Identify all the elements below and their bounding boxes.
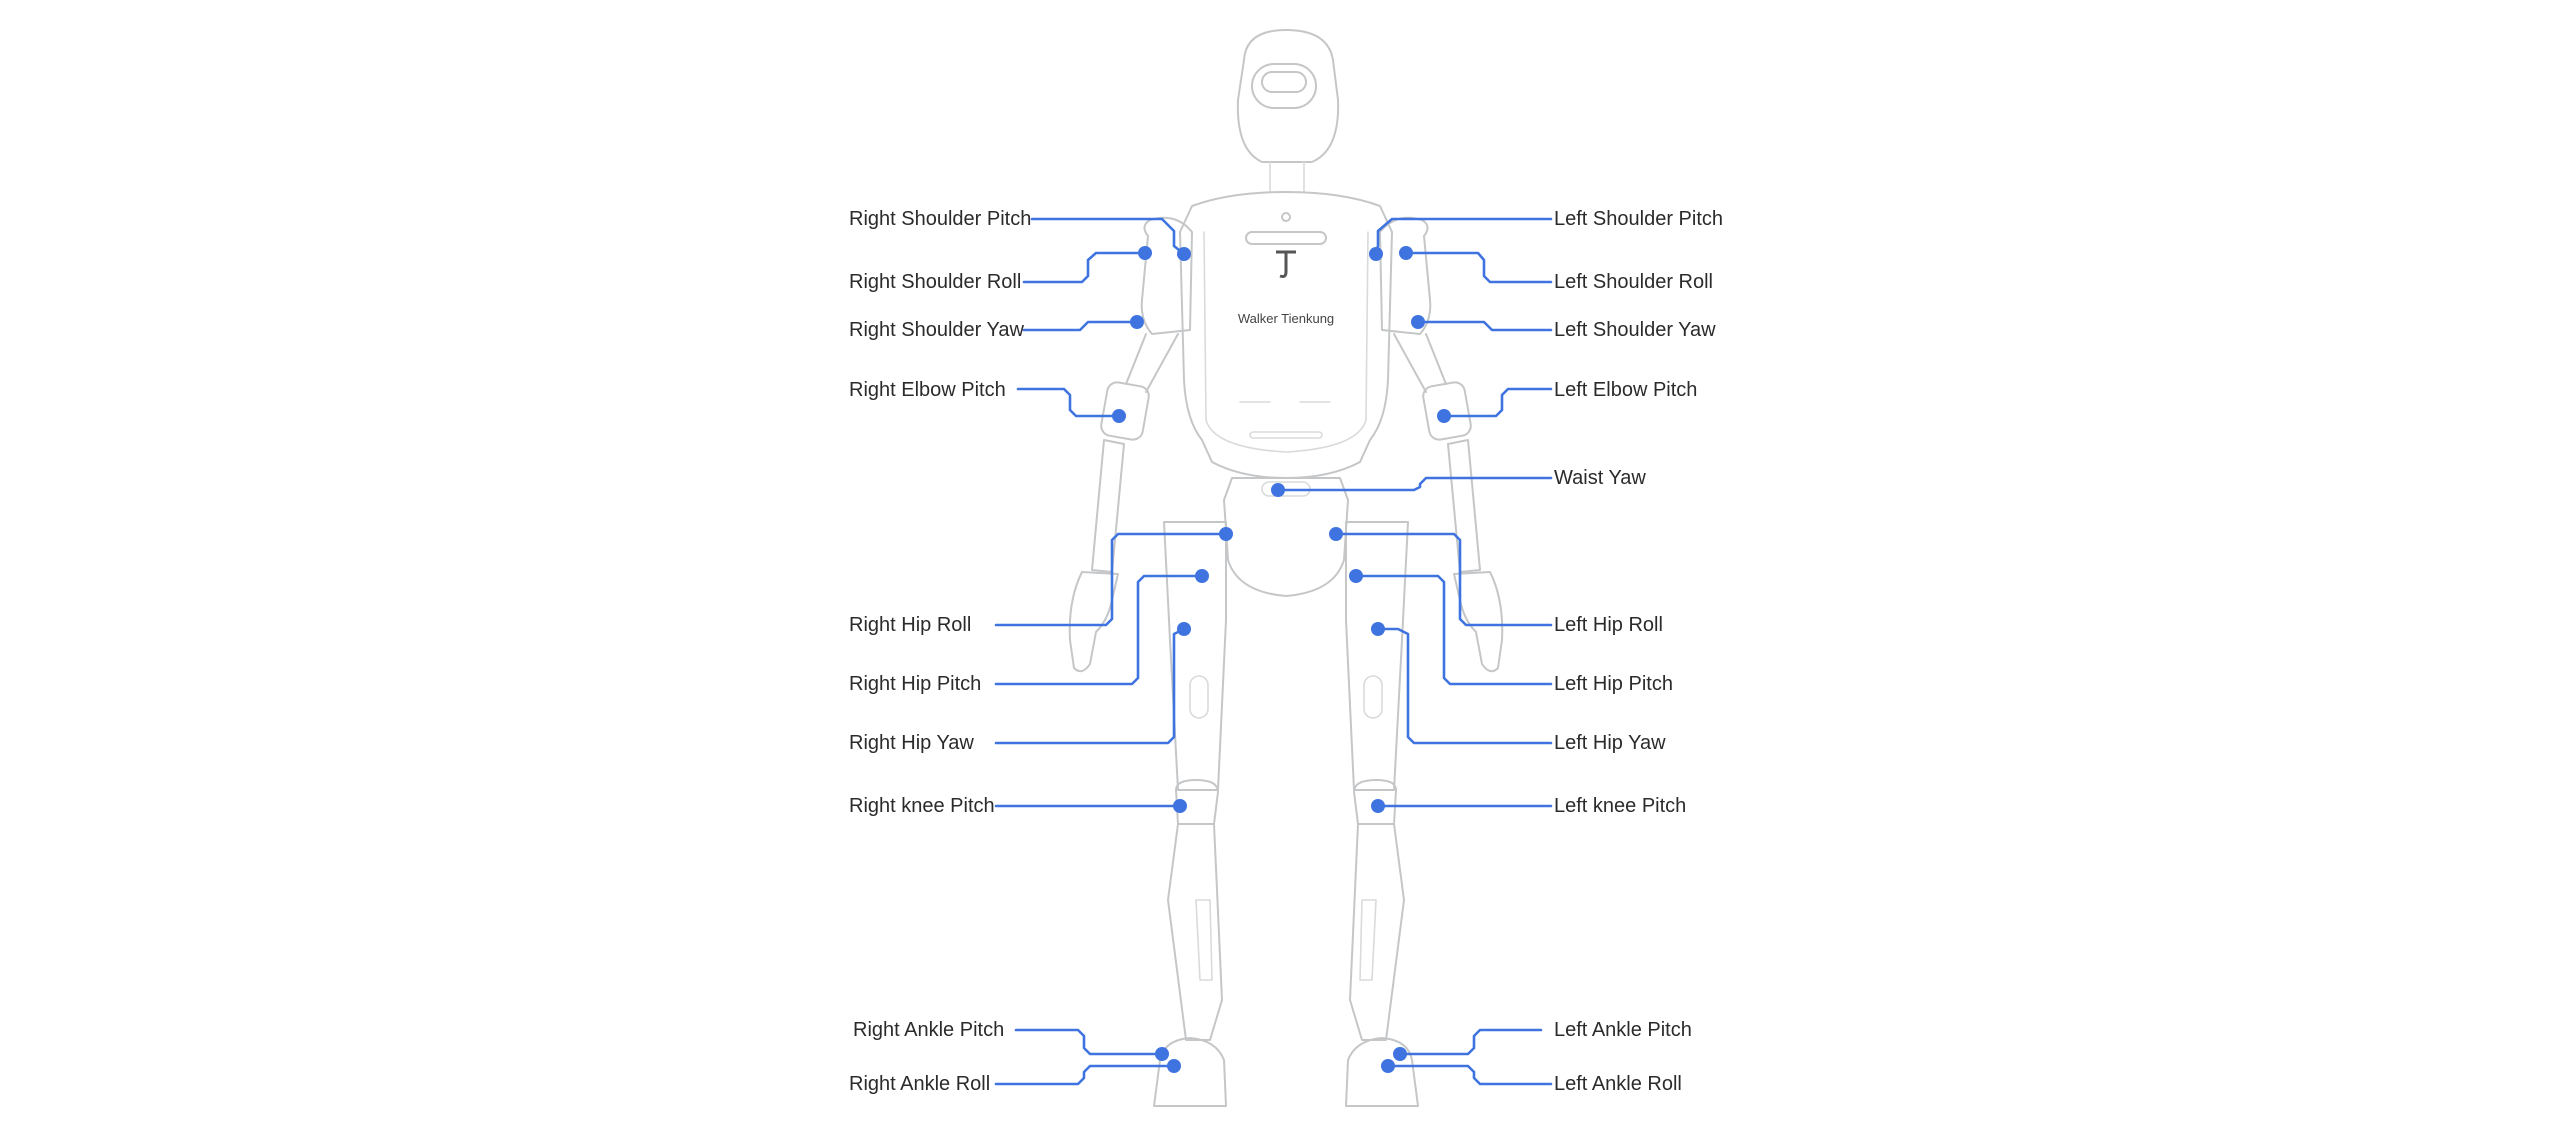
right-knee (1175, 779, 1219, 825)
leader-right-shoulder-roll (1022, 251, 1147, 284)
right-forearm (1091, 439, 1125, 573)
leader-left-ankle-roll (1386, 1064, 1553, 1086)
joint-marker-right-shoulder-yaw (1130, 315, 1144, 329)
joint-marker-right-elbow-pitch (1112, 409, 1126, 423)
label-right-elbow-pitch: Right Elbow Pitch (849, 379, 1006, 401)
torso-panel (1203, 231, 1369, 453)
joint-marker-right-shoulder-roll (1138, 246, 1152, 260)
joint-marker-left-ankle-pitch (1393, 1047, 1407, 1061)
left-foot (1345, 1037, 1419, 1107)
label-left-elbow-pitch: Left Elbow Pitch (1554, 379, 1697, 401)
left-knee (1353, 779, 1397, 825)
left-shin (1349, 823, 1405, 1041)
joint-marker-left-hip-pitch (1349, 569, 1363, 583)
label-right-ankle-pitch: Right Ankle Pitch (853, 1019, 1004, 1041)
label-right-ankle-roll: Right Ankle Roll (849, 1073, 990, 1095)
leader-left-hip-pitch (1354, 574, 1553, 686)
label-left-knee-pitch: Left knee Pitch (1554, 795, 1686, 817)
joint-markers (1112, 246, 1451, 1073)
left-upper-arm-link (1393, 333, 1447, 393)
leader-left-elbow-pitch (1442, 387, 1553, 418)
robot-pelvis (1223, 477, 1349, 597)
left-forearm (1447, 439, 1481, 573)
leader-lines (994, 217, 1553, 1086)
joint-marker-left-shoulder-roll (1399, 246, 1413, 260)
right-elbow-housing (1100, 381, 1150, 441)
left-thigh-cover (1363, 675, 1383, 719)
joint-marker-left-shoulder-pitch (1369, 247, 1383, 261)
joint-marker-left-elbow-pitch (1437, 409, 1451, 423)
joint-marker-right-hip-roll (1219, 527, 1233, 541)
joint-marker-left-knee-pitch (1371, 799, 1385, 813)
label-waist-yaw: Waist Yaw (1554, 467, 1646, 489)
joint-marker-left-hip-roll (1329, 527, 1343, 541)
label-right-knee-pitch: Right knee Pitch (849, 795, 995, 817)
leader-right-hip-roll (994, 532, 1228, 627)
leader-left-ankle-pitch (1398, 1028, 1543, 1056)
left-shin-actuator (1359, 899, 1377, 981)
joint-marker-left-shoulder-yaw (1411, 315, 1425, 329)
joint-marker-right-hip-yaw (1177, 622, 1191, 636)
right-hand (1068, 571, 1119, 673)
leader-right-hip-yaw (994, 627, 1186, 745)
label-right-hip-yaw: Right Hip Yaw (849, 732, 974, 754)
joint-marker-left-ankle-roll (1381, 1059, 1395, 1073)
leader-waist-yaw (1276, 476, 1553, 492)
label-left-ankle-roll: Left Ankle Roll (1554, 1073, 1682, 1095)
left-thigh (1345, 521, 1409, 791)
leader-right-shoulder-yaw (1022, 320, 1139, 332)
robot-illustration: Walker Tienkung (1068, 29, 1504, 1107)
label-left-hip-roll: Left Hip Roll (1554, 614, 1663, 636)
label-left-shoulder-yaw: Left Shoulder Yaw (1554, 319, 1716, 341)
label-right-shoulder-pitch: Right Shoulder Pitch (849, 208, 1031, 230)
joint-marker-right-ankle-roll (1167, 1059, 1181, 1073)
label-left-shoulder-roll: Left Shoulder Roll (1554, 271, 1713, 293)
right-upper-arm-link (1125, 333, 1179, 393)
joint-marker-right-knee-pitch (1173, 799, 1187, 813)
label-left-hip-pitch: Left Hip Pitch (1554, 673, 1673, 695)
label-right-hip-pitch: Right Hip Pitch (849, 673, 981, 695)
torso-slot (1245, 231, 1327, 245)
label-left-hip-yaw: Left Hip Yaw (1554, 732, 1666, 754)
label-right-shoulder-yaw: Right Shoulder Yaw (849, 319, 1024, 341)
brand-logo-mark (1276, 250, 1296, 278)
joint-marker-left-hip-yaw (1371, 622, 1385, 636)
torso-sensor (1281, 212, 1291, 222)
robot-torso (1179, 191, 1393, 479)
robot-neck (1269, 161, 1305, 193)
joint-marker-right-hip-pitch (1195, 569, 1209, 583)
right-thigh-cover (1189, 675, 1209, 719)
joint-marker-right-ankle-pitch (1155, 1047, 1169, 1061)
leader-right-hip-pitch (994, 574, 1204, 686)
leader-right-ankle-roll (994, 1064, 1176, 1086)
label-right-shoulder-roll: Right Shoulder Roll (849, 271, 1021, 293)
robot-head (1236, 29, 1340, 163)
right-shin-actuator (1195, 899, 1213, 981)
brand-text: Walker Tienkung (1238, 311, 1334, 326)
leader-left-hip-yaw (1376, 627, 1553, 745)
head-visor (1251, 63, 1317, 109)
head-visor-inner (1261, 71, 1307, 93)
torso-vent (1249, 431, 1323, 439)
label-left-ankle-pitch: Left Ankle Pitch (1554, 1019, 1692, 1041)
label-left-shoulder-pitch: Left Shoulder Pitch (1554, 208, 1723, 230)
leader-left-shoulder-yaw (1416, 320, 1553, 332)
left-upper-arm (1379, 216, 1432, 335)
joint-marker-right-shoulder-pitch (1177, 247, 1191, 261)
label-right-hip-roll: Right Hip Roll (849, 614, 971, 636)
leader-right-shoulder-pitch (1030, 217, 1186, 256)
joint-marker-waist-yaw (1271, 483, 1285, 497)
right-upper-arm (1140, 216, 1193, 335)
leader-left-shoulder-roll (1404, 251, 1553, 284)
left-elbow-housing (1422, 381, 1472, 441)
leader-left-hip-roll (1334, 532, 1553, 627)
leader-right-ankle-pitch (1014, 1028, 1164, 1056)
leader-right-elbow-pitch (1016, 387, 1121, 418)
left-hand (1453, 571, 1504, 673)
joint-labels: Right Shoulder Pitch Right Shoulder Roll… (849, 208, 1723, 1095)
right-shin (1167, 823, 1223, 1041)
